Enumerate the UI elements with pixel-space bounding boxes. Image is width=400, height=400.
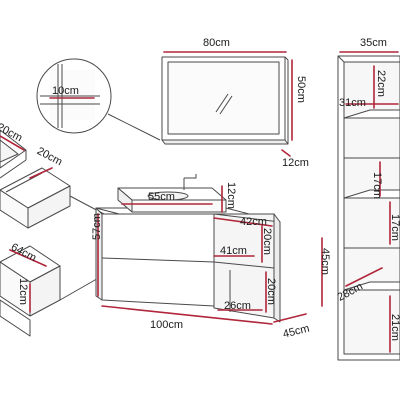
label-mirror-detail: 10cm: [52, 85, 79, 97]
label-shelf-17b: 17cm: [389, 214, 400, 241]
dim-mirror-depth: [281, 149, 291, 157]
label-top-42: 42cm: [240, 216, 267, 228]
label-mirror-depth: 12cm: [282, 157, 309, 169]
label-cab-100: 100cm: [150, 319, 184, 331]
label-shelf-width: 35cm: [360, 37, 387, 49]
label-sink-12: 12cm: [225, 182, 237, 209]
dim-cab-100: [101, 305, 273, 325]
label-mirror-width: 80cm: [203, 37, 230, 49]
label-mirror-height: 50cm: [295, 76, 307, 103]
dim-shelf-28: [345, 267, 383, 287]
tall-shelf-unit: [337, 55, 400, 361]
label-drawer-12: 12cm: [17, 278, 29, 305]
label-shelf-31: 31cm: [339, 97, 366, 109]
dim-tray-20b: [29, 167, 53, 179]
label-sink-55: 55cm: [148, 191, 175, 203]
label-cab-26: 26cm: [224, 300, 251, 312]
mirror: [161, 56, 289, 145]
open-drawer-upper: [0, 167, 105, 229]
open-drawer-lower: [0, 245, 103, 337]
mirror-detail-magnifier: [36, 58, 161, 141]
dim-tray-20a: [0, 135, 25, 151]
label-shelf-22: 22cm: [375, 70, 387, 97]
label-cab-20b: 20cm: [265, 278, 277, 305]
label-cab-45h: 45cm: [319, 248, 331, 275]
label-shelf-21: 21cm: [389, 314, 400, 341]
label-cab-41: 41cm: [220, 245, 247, 257]
label-shelf-17a: 17cm: [371, 172, 383, 199]
dim-cab-45d: [273, 313, 307, 323]
label-cab-20a: 20cm: [261, 228, 273, 255]
label-cab-57: 57cm: [91, 213, 103, 240]
sink: [117, 174, 227, 213]
dim-top-42: [213, 217, 273, 227]
dim-drawer-64: [9, 249, 47, 267]
